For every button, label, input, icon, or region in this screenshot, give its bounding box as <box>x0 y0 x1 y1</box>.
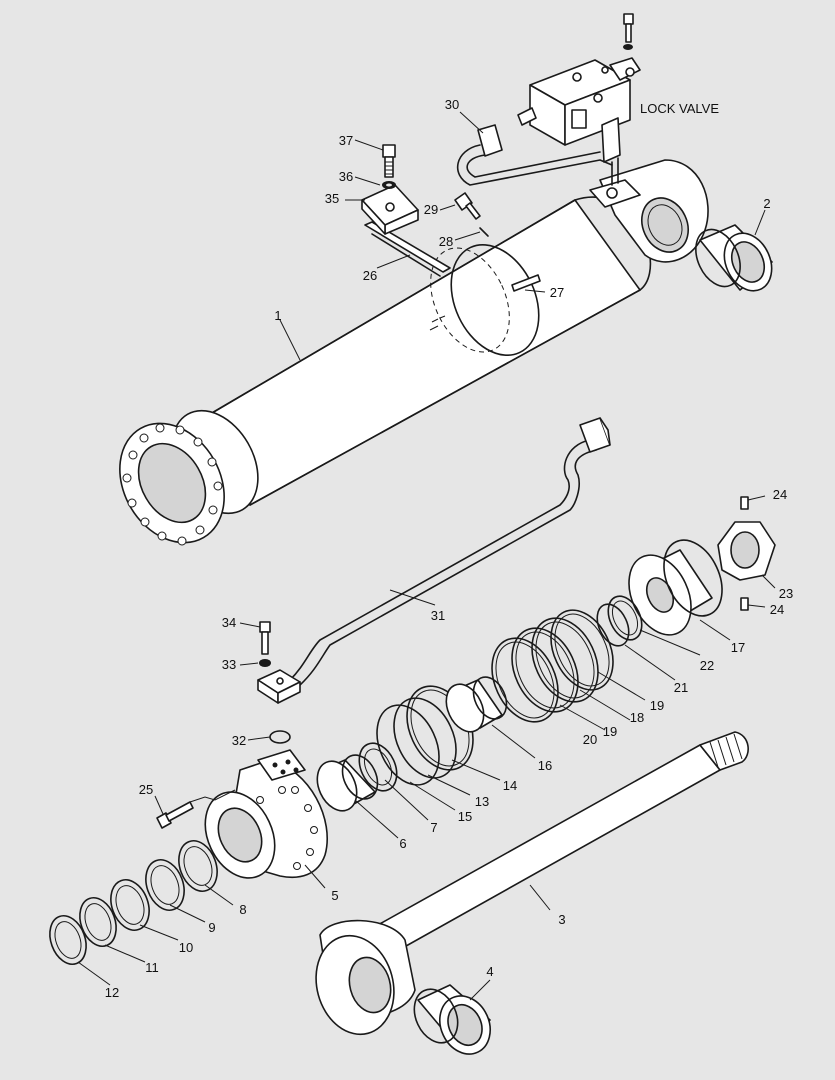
callout-4: 4 <box>486 964 493 979</box>
bushing-2 <box>695 224 773 292</box>
ring-18 <box>531 617 599 703</box>
callout-31: 31 <box>431 608 445 623</box>
piston-17 <box>628 539 723 636</box>
callout-12: 12 <box>105 985 119 1000</box>
callout-26: 26 <box>363 268 377 283</box>
callout-3: 3 <box>558 912 565 927</box>
callout-6: 6 <box>399 836 406 851</box>
bushing-6 <box>316 754 379 812</box>
callout-2: 2 <box>763 196 770 211</box>
upper-pipe <box>456 117 621 186</box>
seal-12 <box>49 914 87 966</box>
ring-19b <box>550 609 614 691</box>
callout-8: 8 <box>239 902 246 917</box>
seal-10 <box>110 879 150 931</box>
callout-16: 16 <box>538 758 552 773</box>
callout-24b: 24 <box>770 602 784 617</box>
callout-29: 29 <box>424 202 438 217</box>
seal-8 <box>178 840 218 892</box>
ring-19a <box>511 627 579 713</box>
callout-35: 35 <box>325 191 339 206</box>
callout-19b: 19 <box>603 724 617 739</box>
callout-27: 27 <box>550 285 564 300</box>
callout-13: 13 <box>475 794 489 809</box>
oring-32 <box>269 730 291 744</box>
callout-24a: 24 <box>773 487 787 502</box>
seal-13 <box>393 697 457 779</box>
callout-34: 34 <box>222 615 236 630</box>
bolt-34 <box>259 621 271 655</box>
callout-36: 36 <box>339 169 353 184</box>
seal-9 <box>145 859 185 911</box>
callout-10: 10 <box>179 940 193 955</box>
leader-lines <box>77 111 776 1001</box>
band-clamp <box>450 243 541 357</box>
washer-33 <box>259 659 271 667</box>
seal-22 <box>607 595 643 641</box>
callout-14: 14 <box>503 778 517 793</box>
callout-labels: 1 2 3 4 5 6 7 8 9 10 11 12 13 14 15 16 1… <box>105 97 793 1000</box>
callout-23: 23 <box>779 586 793 601</box>
piston-rod <box>315 731 749 1036</box>
callout-30: 30 <box>445 97 459 112</box>
pipe-flange <box>257 669 301 704</box>
bolt-25 <box>156 789 236 829</box>
valve-bolt <box>623 13 634 50</box>
support-bracket <box>364 221 451 277</box>
callout-22: 22 <box>700 658 714 673</box>
callout-32: 32 <box>232 733 246 748</box>
cylinder-tube <box>119 159 709 546</box>
nut-23 <box>717 521 776 581</box>
ring-20 <box>491 637 559 723</box>
callout-11: 11 <box>145 960 159 975</box>
callout-28: 28 <box>439 234 453 249</box>
callout-25: 25 <box>139 782 153 797</box>
bolt-29 <box>454 192 481 220</box>
callout-20: 20 <box>583 732 597 747</box>
flange-bolt-holes <box>122 423 223 546</box>
callout-9: 9 <box>208 920 215 935</box>
setscrew-24a <box>740 496 749 510</box>
callout-15: 15 <box>458 809 472 824</box>
callout-19a: 19 <box>650 698 664 713</box>
callout-5: 5 <box>331 888 338 903</box>
callout-7: 7 <box>430 820 437 835</box>
washer-36-hole <box>386 183 392 187</box>
lock-valve-label: LOCK VALVE <box>640 101 719 116</box>
setscrew-24b <box>740 597 749 611</box>
callout-33: 33 <box>222 657 236 672</box>
bushing-4 <box>413 984 491 1055</box>
callout-17: 17 <box>731 640 745 655</box>
pipe-31 <box>289 417 611 686</box>
callout-37: 37 <box>339 133 353 148</box>
retainer-16 <box>445 676 508 733</box>
callout-18: 18 <box>630 710 644 725</box>
callout-21: 21 <box>674 680 688 695</box>
seal-15 <box>376 704 440 786</box>
pin-28 <box>479 227 489 237</box>
seal-21 <box>596 603 630 647</box>
lock-valve <box>517 57 641 146</box>
seal-7 <box>358 742 398 792</box>
cylinder-head <box>204 749 328 879</box>
bolt-37 <box>382 144 396 178</box>
clamp-block <box>361 184 419 235</box>
callout-1: 1 <box>274 308 281 323</box>
